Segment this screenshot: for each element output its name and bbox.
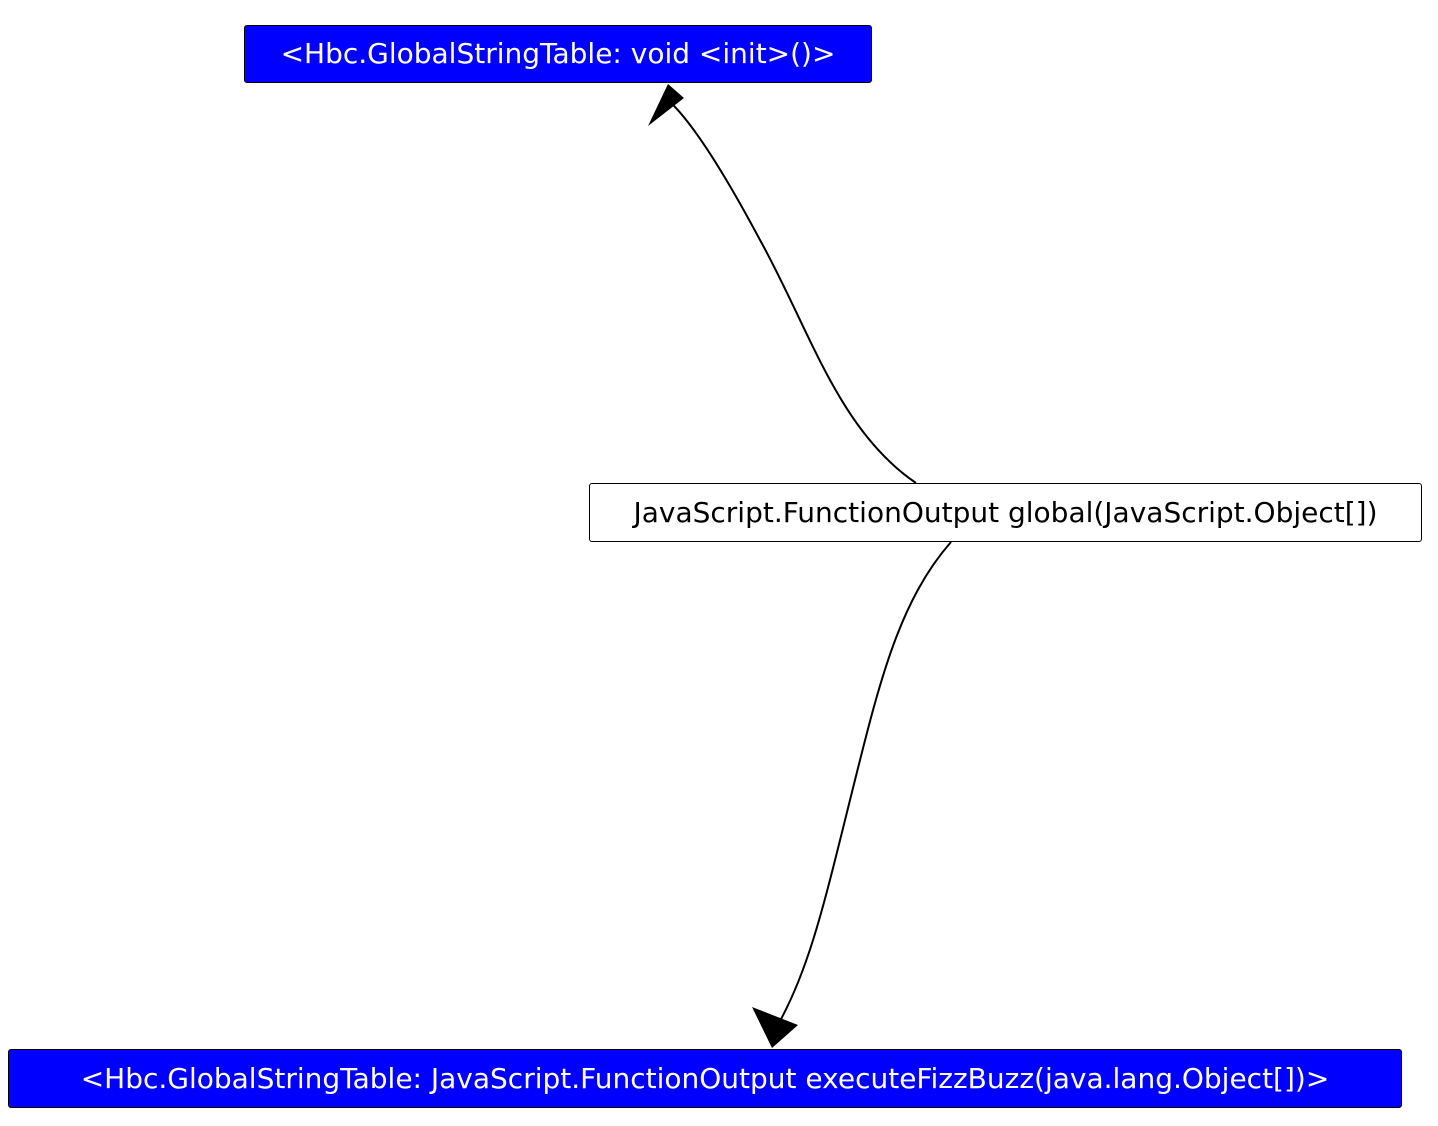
node-globalstringtable-executefizzbuzz[interactable]: <Hbc.GlobalStringTable: JavaScript.Funct… (8, 1049, 1402, 1108)
edge-line (774, 541, 952, 1031)
arrowhead-icon (648, 84, 684, 126)
edge-line (667, 99, 917, 484)
edge-global-to-fizzbuzz (752, 541, 952, 1048)
edge-global-to-init (648, 84, 917, 484)
arrowhead-icon (752, 1007, 798, 1048)
node-globalstringtable-init[interactable]: <Hbc.GlobalStringTable: void <init>()> (244, 25, 872, 83)
node-functionoutput-global[interactable]: JavaScript.FunctionOutput global(JavaScr… (589, 483, 1422, 542)
